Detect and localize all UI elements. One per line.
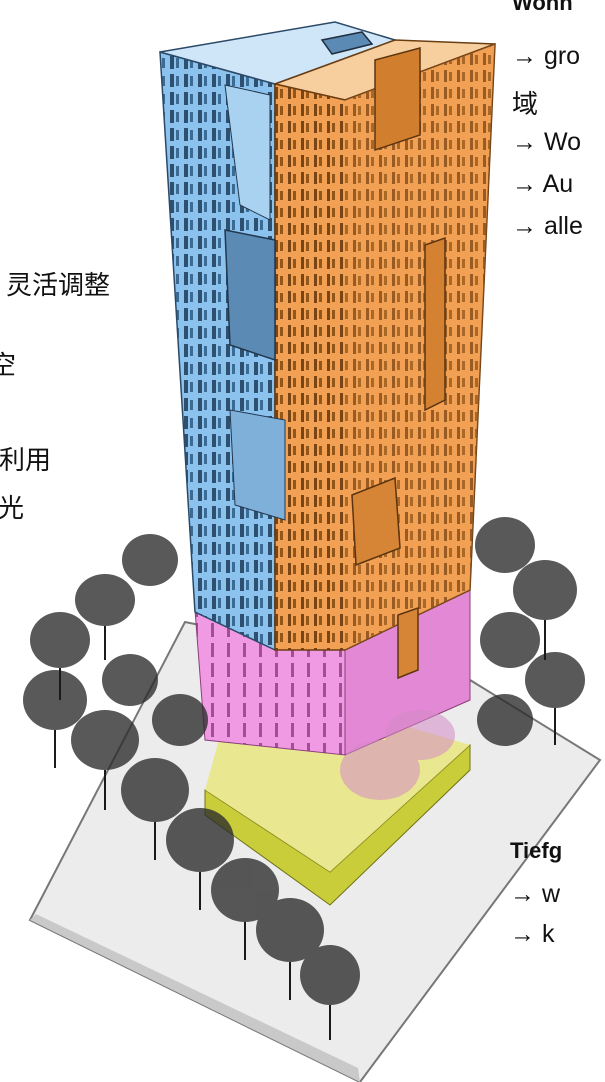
void-upper — [374, 47, 421, 152]
note-utilize: 利用 — [0, 446, 52, 476]
note-flexible-adjust: 灵活调整 — [6, 271, 111, 301]
atrium-blue-2 — [229, 409, 286, 521]
void-mid — [351, 476, 401, 567]
tree-trunks — [54, 620, 556, 1040]
rooftop-opening — [320, 31, 374, 55]
note-space: 空 — [0, 351, 17, 381]
annotation-item: → gro — [512, 42, 581, 70]
trees-left — [23, 534, 360, 1005]
annotation-heading-top: Wohn — [512, 0, 573, 15]
trees-right — [475, 517, 585, 746]
annotation-item: → Au — [512, 170, 574, 198]
trees-plaza — [340, 710, 455, 800]
void-right — [424, 236, 446, 412]
annotation-item: → Wo — [512, 128, 581, 156]
annotation-item: → k — [510, 920, 555, 948]
tower-office-face — [274, 42, 496, 651]
atrium-upper-blue — [224, 84, 271, 221]
annotation-heading-bottom: Tiefg — [510, 838, 563, 863]
atrium-blue — [224, 229, 276, 362]
void-low — [397, 606, 419, 680]
annotation-item: → w — [510, 880, 560, 908]
ground-plate-edge — [30, 914, 360, 1082]
annotation-item: 域 — [512, 90, 539, 120]
note-light: 光 — [0, 494, 25, 524]
annotation-item: → alle — [512, 212, 583, 240]
